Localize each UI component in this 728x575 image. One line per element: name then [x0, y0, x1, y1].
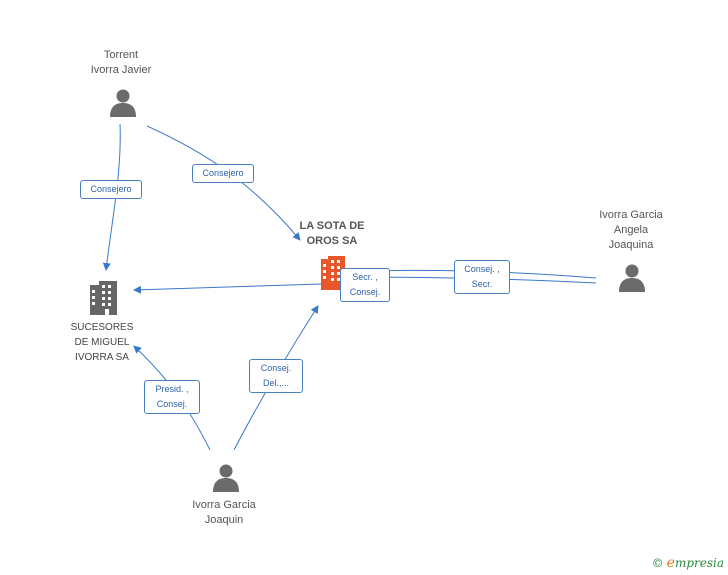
edge-label-line: Consej.	[156, 399, 188, 409]
brand-initial: e	[666, 555, 675, 571]
edge-label-line: Del.,...	[262, 378, 289, 388]
node-label-line: Joaquina	[608, 239, 654, 251]
edge-label-line: Secr. ,	[352, 272, 378, 282]
node-label-line: DE MIGUEL	[74, 337, 130, 348]
node-label-line: Ivorra Garcia	[599, 209, 663, 221]
person-icon[interactable]	[619, 264, 645, 293]
edge-label-line: Consej.	[260, 363, 292, 373]
node-label-line: LA SOTA DE	[299, 220, 365, 232]
edge-label-angela-sota[interactable]: Consej. , Secr.	[454, 260, 510, 294]
edge-label-torrent-sota[interactable]: Consejero	[192, 164, 254, 183]
edge-label-sota-sucesores[interactable]: Secr. , Consej.	[340, 268, 390, 302]
node-label-line: SUCESORES	[70, 322, 134, 333]
edge-label-line: Consej. ,	[464, 264, 500, 274]
node-label-line: Joaquin	[204, 514, 244, 526]
node-label-line: Ivorra Javier	[90, 64, 152, 76]
node-label-angela[interactable]: Ivorra Garcia Angela Joaquina	[572, 208, 690, 253]
edge-label-line: Consejero	[202, 168, 244, 178]
edge-sota-sucesores	[133, 283, 323, 294]
person-icon[interactable]	[213, 464, 239, 493]
brand-footer[interactable]: ©empresia	[652, 555, 724, 571]
edge-label-joaquin-sucesores[interactable]: Presid. , Consej.	[144, 380, 200, 414]
node-label-line: Torrent	[103, 49, 139, 61]
node-label-line: Ivorra Garcia	[192, 499, 256, 511]
brand-name: mpresia	[674, 556, 724, 570]
edge-label-line: Consejero	[90, 184, 132, 194]
node-label-line: IVORRA SA	[75, 352, 129, 363]
node-label-line: OROS SA	[306, 235, 358, 247]
edge-label-line: Secr.	[471, 279, 493, 289]
copyright-symbol: ©	[651, 556, 664, 570]
node-label-torrent[interactable]: Torrent Ivorra Javier	[62, 48, 180, 78]
node-label-la-sota-de-oros[interactable]: LA SOTA DE OROS SA	[270, 219, 394, 249]
edge-label-line: Presid. ,	[155, 384, 189, 394]
building-icon[interactable]	[90, 281, 117, 315]
edge-label-joaquin-sota[interactable]: Consej. Del.,...	[249, 359, 303, 393]
node-label-line: Angela	[613, 224, 649, 236]
edge-label-torrent-sucesores[interactable]: Consejero	[80, 180, 142, 199]
edge-label-line: Consej.	[349, 287, 381, 297]
node-label-joaquin[interactable]: Ivorra Garcia Joaquin	[165, 498, 283, 528]
node-label-sucesores[interactable]: SUCESORES DE MIGUEL IVORRA SA	[52, 320, 152, 365]
person-icon[interactable]	[110, 89, 136, 118]
